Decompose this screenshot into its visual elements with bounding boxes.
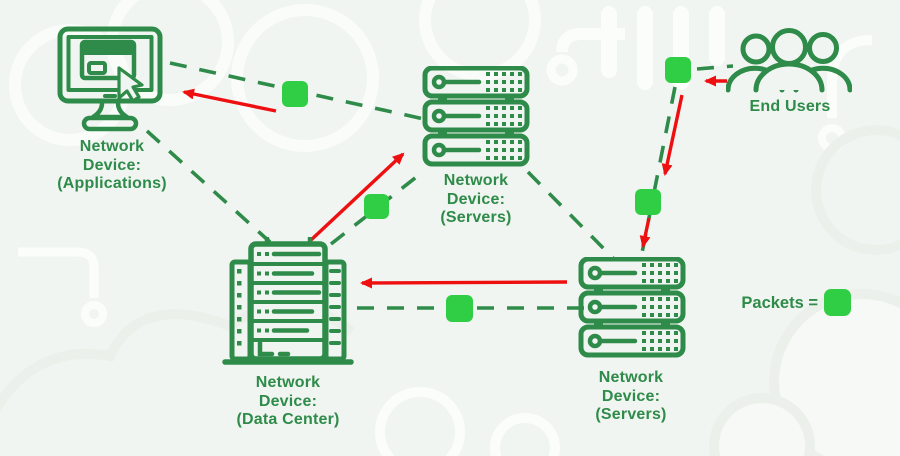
link-data-center-servers-top: [329, 169, 426, 246]
servers-top-label: Network Device: (Servers): [440, 172, 512, 226]
packet: [282, 81, 308, 107]
data-center-label: Network Device: (Data Center): [236, 374, 340, 428]
applications-label: Network Device: (Applications): [57, 138, 167, 192]
end-users-label: End Users: [749, 98, 831, 115]
packet: [364, 194, 389, 219]
arrow-to-servers-top: [309, 152, 405, 242]
servers-bottom-label: Network Device: (Servers): [595, 369, 667, 423]
end-users-icon: [726, 28, 852, 93]
packet: [446, 295, 473, 322]
arrow-to-servers-bottom: [639, 217, 651, 248]
packets-legend-label: Packets =: [741, 294, 818, 312]
arrow-to-applications: [182, 88, 277, 113]
servers-top-rack-icon: [422, 66, 530, 167]
packet: [635, 189, 661, 215]
packet: [665, 57, 691, 83]
link-servers-top-servers-bottom: [526, 170, 616, 261]
arrow-packet-to-packet: [661, 94, 684, 176]
arrow-to-data-center: [360, 277, 568, 289]
applications-monitor-icon: [57, 26, 163, 132]
link-end-users-packet: [696, 64, 734, 71]
legend-packet-swatch: [824, 289, 851, 316]
data-center-building-icon: [222, 237, 354, 365]
servers-bottom-rack-icon: [578, 257, 686, 358]
